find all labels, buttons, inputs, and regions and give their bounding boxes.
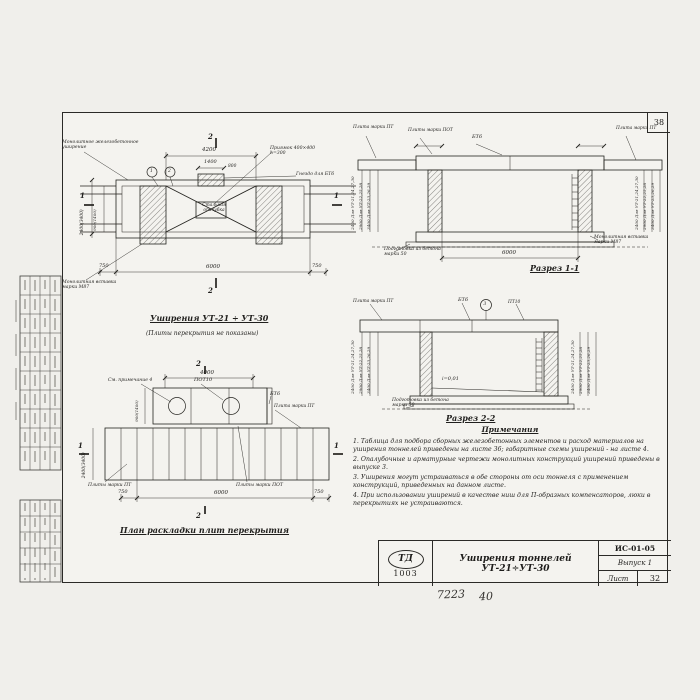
org-logo-text: ТД <box>398 554 413 564</box>
notes-block: Примечания 1. Таблица для подбора сборны… <box>353 425 667 510</box>
plan-cutmark-2-top: 2 <box>208 132 213 141</box>
handwritten-number-left: 7223 <box>436 587 466 602</box>
sp-dim-left-v2: 900(1400) <box>134 400 140 422</box>
sp-dim-4000: 4000 <box>200 370 214 376</box>
corner-sheet-number: 38 <box>647 113 670 133</box>
plan-dim-750-left: 750 <box>99 263 109 269</box>
sheet-label: Лист <box>607 574 629 583</box>
handwritten-number-right: 40 <box>478 589 494 604</box>
plan-label-formwork: Стальная опалубка <box>202 203 226 214</box>
sheet-number: 32 <box>649 574 661 583</box>
sp-label-pot10: ПОТ10 <box>194 377 213 383</box>
s1-caption: Разрез 1-1 <box>530 263 580 273</box>
slab-plan-drawing <box>79 366 343 514</box>
s1-label-pot: Плиты марки ПОТ <box>408 128 453 133</box>
corner-number-text: 38 <box>653 118 665 127</box>
s1-hdim-left-3: 3400 Для УТ-23,26,29 <box>366 182 372 230</box>
sp-label-pt-right: Плита марки ПТ <box>274 404 315 409</box>
plan-label-monolith: Монолитное железобетонное уширение <box>62 140 139 151</box>
s1-label-pt-left: Плита марки ПТ <box>353 125 394 130</box>
sp-label-pt-bottom: Плиты марки ПТ <box>88 483 132 488</box>
note-item: 1. Таблица для подбора сборных железобет… <box>353 437 649 453</box>
sp-label-bt6: БТ6 <box>270 391 281 397</box>
plan-dim-left-v: 2400(3400) <box>79 209 85 236</box>
sheet-label-cell: Лист <box>599 571 638 586</box>
s1-hdim-left-2: 2900 Для УТ-22,25,28 <box>358 182 364 230</box>
section-2-2-drawing <box>359 299 597 410</box>
plan-dim-4200: 4200 <box>202 147 216 153</box>
sheet-number-cell: 32 <box>639 571 671 586</box>
s1-label-pt-right: Плита марки ПТ <box>616 126 657 131</box>
s2-label-prep: Подготовка из бетона марки 50 <box>392 398 449 409</box>
sp-cutmark-2-bottom: 2 <box>196 511 201 520</box>
stamp-table-upper <box>15 275 62 471</box>
s2-label-bt6: БТ6 <box>458 297 469 303</box>
sp-dim-750-right: 750 <box>314 489 324 495</box>
s1-hdim-left-1: 2400 Для УТ-21,24,27,30 <box>350 176 356 230</box>
plan-subcaption: (Плиты перекрытия не показаны) <box>146 330 259 337</box>
sp-cutmark-1-left: 1 <box>78 441 83 450</box>
plan-dim-800: 800 <box>228 164 237 169</box>
drawing-title: Уширения тоннелей УТ-21÷УТ-30 <box>459 553 572 574</box>
plan-cutmark-2-bottom: 2 <box>208 286 213 295</box>
plan-caption: Уширения УТ-21 ÷ УТ-30 <box>150 313 269 323</box>
plan-datum-1: 1 <box>150 168 153 174</box>
plan-dim-6000: 6000 <box>206 264 220 270</box>
s1-label-insert: Монолитная вставка марки М87 <box>594 235 649 246</box>
s2-hdim-right-1: 2400 Для УТ-21,24,27,30 <box>570 340 576 394</box>
stamp-table-lower <box>19 499 62 583</box>
s2-hdim-right-2: 2900 Для УТ-22,25,28 <box>578 346 584 394</box>
sp-dim-6000: 6000 <box>214 490 228 496</box>
note-item: 2. Опалубочные и арматурные чертежи моно… <box>353 455 660 471</box>
sp-dim-left-v: 2400(3400) <box>81 452 87 479</box>
plan-dim-1400: 1400 <box>204 159 217 165</box>
doc-code: ИС-01-05 <box>614 543 656 553</box>
s1-hdim-right-2: 2900 Для УТ-22,25,28 <box>642 182 648 230</box>
plan-dim-750-right: 750 <box>312 263 322 269</box>
sp-cutmark-2-top: 2 <box>196 359 201 368</box>
plan-drawing <box>80 138 356 288</box>
note-item: 3. Уширения могут устраиваться в обе сто… <box>353 474 629 490</box>
plan-label-socket: Гнездо для БТ6 <box>296 172 335 177</box>
title-block-right-column: ИС-01-05 Выпуск 1 Лист 32 <box>599 541 671 586</box>
plan-dim-left-v2: 900(1400) <box>92 209 98 231</box>
note-item: 4. При использовании уширений в качестве… <box>353 492 651 508</box>
s1-label-prep: Подготовка из бетона марки 50 <box>384 247 441 258</box>
s2-label-pt10: ПТ10 <box>508 300 521 305</box>
plan-label-insert: Монолитная вставка марки М87 <box>62 280 117 291</box>
issue-cell: Выпуск 1 <box>599 556 671 571</box>
plan-datum-2: 2 <box>168 168 171 174</box>
sp-cutmark-1-right: 1 <box>334 441 339 450</box>
sp-caption: План раскладки плит перекрытия <box>120 525 290 535</box>
doc-code-cell: ИС-01-05 <box>599 541 671 556</box>
org-logo-number: 1003 <box>393 568 418 578</box>
plan-cutmark-1-left: 1 <box>80 191 85 200</box>
issue-label: Выпуск 1 <box>617 559 653 567</box>
title-block: ТД 1003 Уширения тоннелей УТ-21÷УТ-30 ИС… <box>378 540 671 586</box>
sp-label-note4: См. примечание 4 <box>108 378 153 383</box>
s2-caption: Разрез 2-2 <box>446 413 496 423</box>
org-logo: ТД <box>387 549 424 569</box>
s1-label-bt6: БТ6 <box>472 134 483 140</box>
plan-cutmark-1-right: 1 <box>334 191 339 200</box>
notes-title: Примечания <box>481 425 539 434</box>
s2-label-slope: i=0,01 <box>442 376 459 382</box>
s2-label-pt: Плита марки ПТ <box>353 299 394 304</box>
title-block-logo-cell: ТД 1003 <box>379 541 433 586</box>
s1-hdim-right-1: 2400 Для УТ-21,24,27,30 <box>634 176 640 230</box>
s1-hdim-right-3: 3400 Для УТ-23,26,29 <box>650 182 656 230</box>
s2-hdim-left-3: 3400 Для УТ-23,26,29 <box>366 346 372 394</box>
s1-dim-6000: 6000 <box>502 250 516 256</box>
s2-datum-3: 3 <box>483 301 487 307</box>
plan-label-pit: Приямок 400×400 h=300 <box>270 146 316 157</box>
s2-hdim-right-3: 3400 Для УТ-23,26,29 <box>586 346 592 394</box>
sp-dim-750-left: 750 <box>118 489 128 495</box>
sp-label-pot-bottom: Плиты марки ПОТ <box>236 483 283 488</box>
section-1-1-drawing <box>357 135 663 262</box>
title-block-title-cell: Уширения тоннелей УТ-21÷УТ-30 <box>433 541 599 586</box>
